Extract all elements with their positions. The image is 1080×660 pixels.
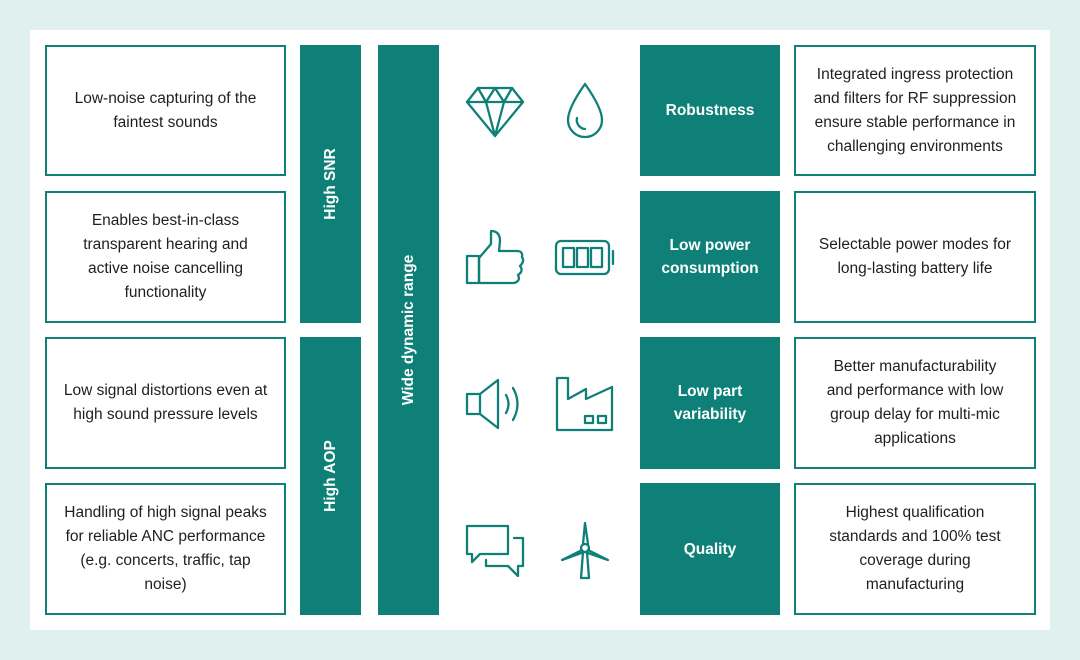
battery-icon [554, 227, 616, 289]
quality-description: Highest qualification standards and 100%… [829, 504, 1001, 593]
factory-icon [554, 373, 616, 435]
low-power-description-box: Selectable power modes for long-lasting … [794, 191, 1036, 323]
aop-benefit-box-2: Handling of high signal peaks for reliab… [45, 483, 286, 615]
robustness-description: Integrated ingress protection and filter… [813, 65, 1017, 155]
low-part-variability-description: Better manufacturability and performance… [826, 358, 1004, 447]
snr-benefit-text-2: Enables best-in-class transparent hearin… [83, 212, 248, 301]
feature-tile-low-part-variability: Low part variability [640, 337, 780, 469]
feature-label-robustness: Robustness [665, 102, 755, 119]
chat-bubbles-icon [464, 520, 526, 582]
feature-label-quality: Quality [683, 540, 737, 558]
aop-benefit-box-1: Low signal distortions even at high soun… [45, 337, 286, 469]
high-aop-bar: High AOP [300, 337, 361, 615]
feature-tile-quality: Quality [640, 483, 780, 615]
high-snr-bar: High SNR [300, 45, 361, 323]
feature-tile-robustness: Robustness [640, 45, 780, 176]
thumbs-up-icon [464, 227, 526, 289]
speaker-icon [464, 373, 526, 435]
feature-tile-low-power: Low power consumption [640, 191, 780, 323]
high-snr-label: High SNR [321, 148, 339, 220]
quality-description-box: Highest qualification standards and 100%… [794, 483, 1036, 615]
wide-dynamic-range-label: Wide dynamic range [399, 254, 417, 406]
low-part-variability-description-box: Better manufacturability and performance… [794, 337, 1036, 469]
wind-turbine-icon [554, 520, 616, 582]
diagram-panel: Low-noise capturing of the faintest soun… [30, 30, 1050, 630]
feature-label-low-power: Low power consumption [661, 237, 759, 277]
snr-benefit-box-1: Low-noise capturing of the faintest soun… [45, 45, 286, 176]
aop-benefit-text-2: Handling of high signal peaks for reliab… [64, 504, 267, 593]
snr-benefit-box-2: Enables best-in-class transparent hearin… [45, 191, 286, 323]
snr-benefit-text-1: Low-noise capturing of the faintest soun… [74, 89, 257, 131]
high-aop-label: High AOP [321, 440, 339, 512]
water-drop-icon [554, 80, 616, 142]
diamond-icon [464, 80, 526, 142]
aop-benefit-text-1: Low signal distortions even at high soun… [63, 382, 268, 423]
feature-label-low-part-variability: Low part variability [673, 383, 747, 423]
robustness-description-box: Integrated ingress protection and filter… [794, 45, 1036, 176]
low-power-description: Selectable power modes for long-lasting … [818, 236, 1012, 277]
wide-dynamic-range-bar: Wide dynamic range [378, 45, 439, 615]
